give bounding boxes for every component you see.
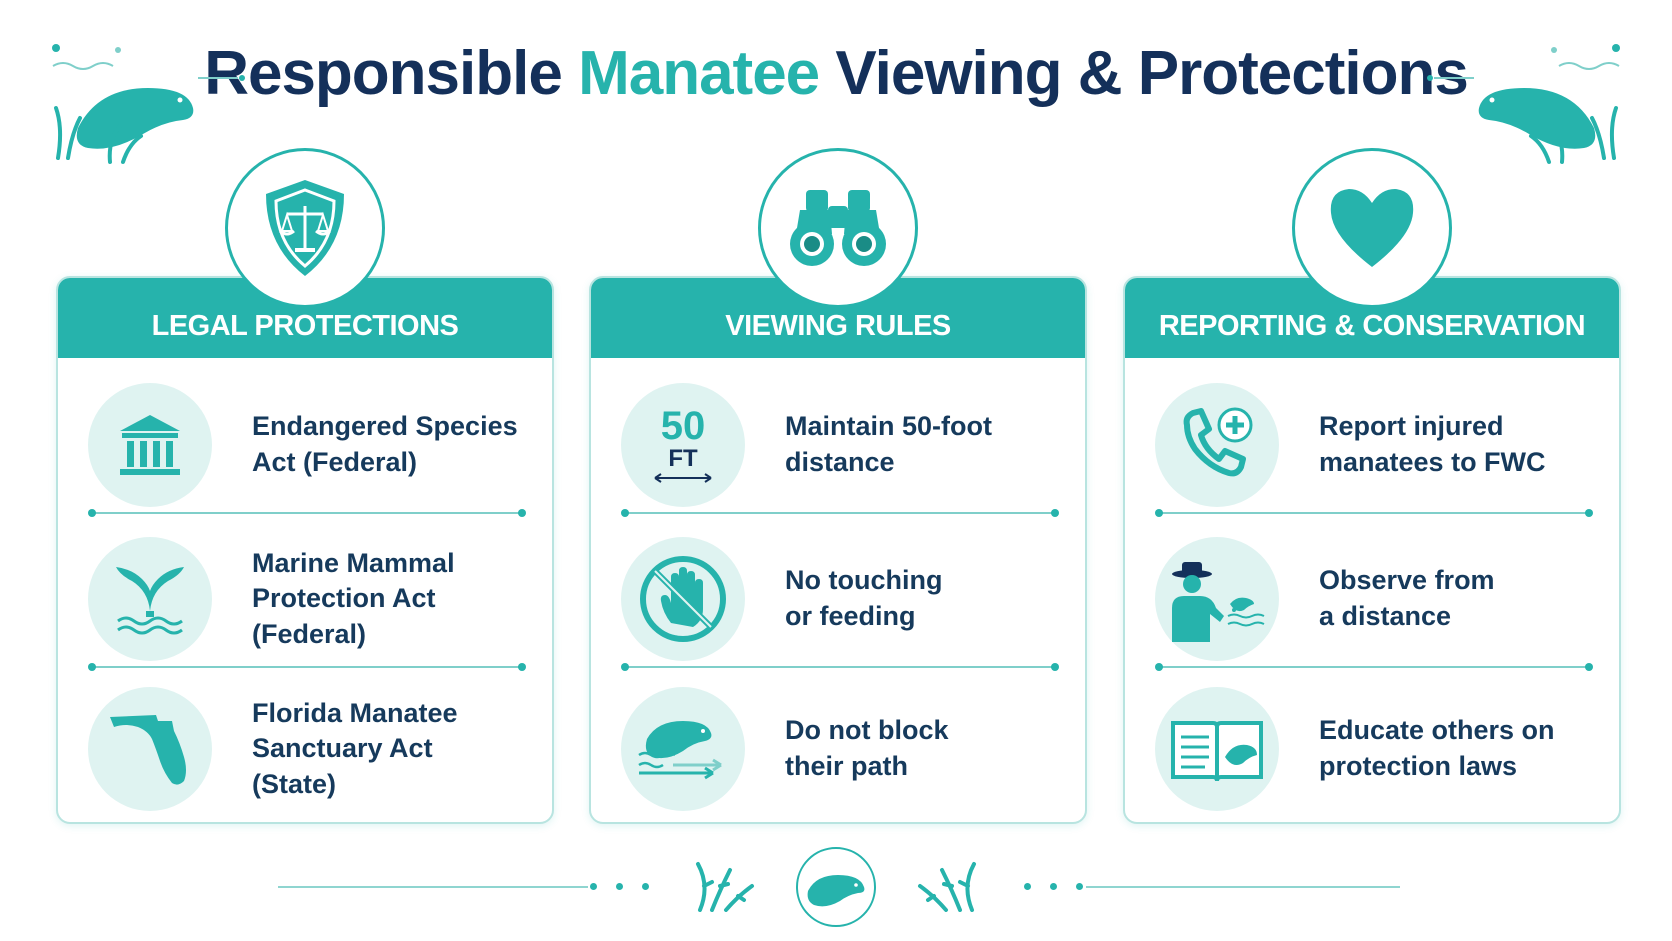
divider (1155, 509, 1593, 517)
footer-dot (616, 883, 623, 890)
item-text: No touching or feeding (785, 565, 943, 631)
observer-icon (1172, 562, 1265, 642)
list-item: Report injured manatees to FWC (1155, 378, 1591, 512)
card-viewing-rules: VIEWING RULES 50 FT Maintain 50-foot dis… (589, 148, 1087, 824)
item-text: Maintain 50-foot distance (785, 411, 992, 477)
title-part1: Responsible (204, 39, 579, 108)
item-text: Do not block their path (785, 715, 949, 781)
footer-divider (278, 886, 588, 888)
badge-legal (225, 148, 385, 308)
manatee-decoration-icon (52, 44, 245, 164)
list-item: Do not block their path (621, 682, 1057, 816)
courthouse-icon (120, 415, 180, 475)
item-text: Florida Manatee Sanctuary Act (State) (252, 697, 458, 799)
list-item: Observe from a distance (1155, 532, 1591, 666)
title-part2: Viewing & Protections (819, 39, 1468, 108)
manatee-path-icon (638, 721, 722, 780)
divider (621, 663, 1059, 671)
footer-dot (590, 883, 597, 890)
card-reporting-conservation: REPORTING & CONSERVATION Report injured … (1123, 148, 1621, 824)
florida-map-icon (110, 715, 186, 785)
list-item: Endangered Species Act (Federal) (88, 378, 524, 512)
footer-manatee-badge (796, 847, 876, 927)
item-text: Observe from a distance (1319, 565, 1495, 631)
no-touch-hand-icon (640, 556, 726, 642)
divider (88, 663, 526, 671)
distance-unit: FT (668, 444, 698, 472)
title-accent: Manatee (578, 39, 820, 108)
seaweed-icon (918, 862, 976, 912)
footer-dot (1076, 883, 1083, 890)
item-text: Marine Mammal Protection Act (Federal) (252, 547, 455, 649)
item-text: Report injured manatees to FWC (1319, 411, 1546, 477)
list-item: Florida Manatee Sanctuary Act (State) (88, 682, 524, 816)
badge-viewing (758, 148, 918, 308)
heart-icon (1330, 189, 1414, 267)
whale-tail-icon (116, 567, 184, 635)
phone-medical-icon (1183, 407, 1253, 477)
badge-reporting (1292, 148, 1452, 308)
divider (88, 509, 526, 517)
list-item: No touching or feeding (621, 532, 1057, 666)
binoculars-icon (790, 190, 886, 266)
distance-50ft-icon: 50 FT (621, 383, 745, 507)
manatee-icon (807, 875, 865, 907)
divider (621, 509, 1059, 517)
double-arrow-icon (654, 473, 712, 484)
item-text: Endangered Species Act (Federal) (252, 411, 518, 477)
divider (1155, 663, 1593, 671)
footer-dot (642, 883, 649, 890)
seaweed-icon (696, 862, 754, 912)
manatee-decoration-icon (1427, 44, 1620, 164)
list-item: 50 FT Maintain 50-foot distance (621, 378, 1057, 512)
page-title: Responsible Manatee Viewing & Protection… (0, 38, 1672, 109)
distance-number: 50 (660, 403, 706, 448)
shield-scales-icon (266, 180, 344, 276)
card-legal-protections: LEGAL PROTECTIONS Endangered Species Act… (56, 148, 554, 824)
footer-dot (1024, 883, 1031, 890)
list-item: Marine Mammal Protection Act (Federal) (88, 532, 524, 666)
footer-divider (1086, 886, 1400, 888)
list-item: Educate others on protection laws (1155, 682, 1591, 816)
item-text: Educate others on protection laws (1319, 715, 1555, 781)
footer-dot (1050, 883, 1057, 890)
open-book-icon (1171, 721, 1263, 782)
